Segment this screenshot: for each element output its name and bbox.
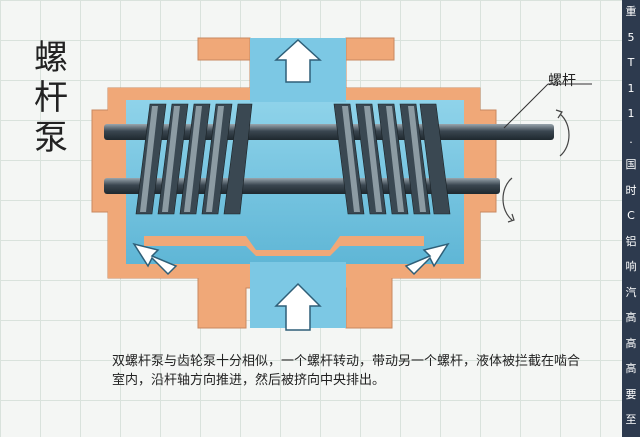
outlet-arrow-icon	[274, 38, 322, 83]
screw-flights-right-light	[342, 106, 426, 212]
title-char: 杆	[34, 78, 68, 118]
side-panel-glyph: T	[627, 56, 635, 69]
page-title: 螺 杆 泵	[28, 38, 74, 158]
side-panel-glyph: 要	[625, 387, 637, 401]
side-panel-glyph: 响	[625, 260, 637, 273]
rotation-arrow-icon	[502, 109, 570, 223]
side-panel-glyph: 时	[625, 183, 637, 197]
title-char: 螺	[34, 38, 68, 78]
side-panel-glyph: 高	[625, 336, 637, 350]
caption-text: 双螺杆泵与齿轮泵十分相似，一个螺杆转动，带动另一个螺杆，液体被拦截在啮合室内，沿…	[112, 354, 581, 388]
side-panel-glyph: 国	[625, 158, 637, 171]
side-panel-glyph: 高	[625, 311, 637, 324]
side-panel-glyph: 5	[627, 30, 635, 44]
side-panel-glyph: 铝	[625, 234, 637, 248]
side-panel-glyph: C	[627, 209, 635, 222]
side-panel-glyph: 重	[625, 5, 637, 18]
side-panel-glyph: 汽	[625, 285, 637, 299]
title-char: 泵	[34, 118, 68, 158]
side-panel-glyph: 1	[627, 81, 635, 95]
side-panel-glyph: 高	[625, 362, 637, 375]
screw-flights-left-light	[140, 106, 224, 212]
side-panel-glyph: .	[629, 132, 633, 146]
callout-label: 螺杆	[548, 73, 576, 89]
callout-line	[503, 83, 549, 129]
inlet-arrow-icon	[274, 282, 322, 331]
inflow-right-arrow-icon	[404, 242, 450, 276]
side-panel	[622, 0, 640, 437]
side-panel-glyph: 1	[627, 107, 635, 120]
side-panel-glyph: 至	[625, 413, 637, 426]
inflow-left-arrow-icon	[132, 242, 178, 276]
screw-pump-diagram	[91, 37, 592, 331]
